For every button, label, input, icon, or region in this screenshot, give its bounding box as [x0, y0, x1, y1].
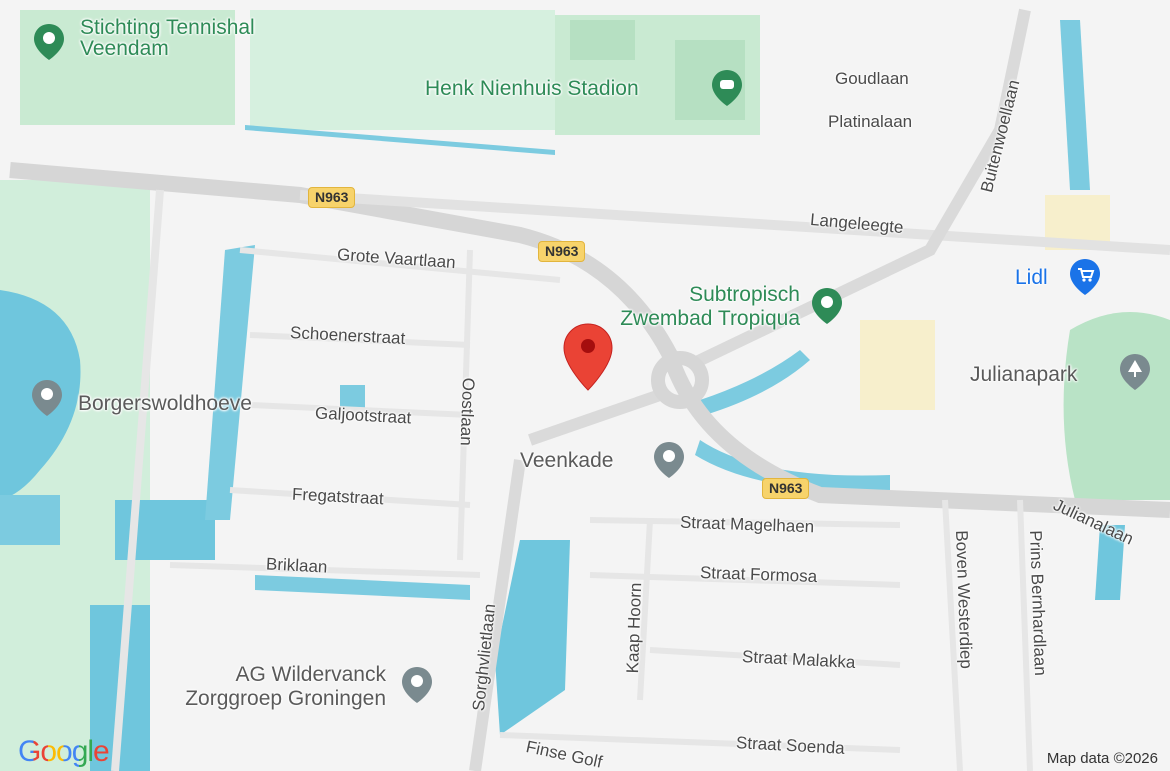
- road-magelhaen: [589, 517, 901, 528]
- julianapark-green: [1063, 312, 1170, 500]
- map-pin-icon[interactable]: [652, 440, 686, 478]
- water-top-canal: [245, 125, 555, 155]
- green-area-field1: [570, 20, 635, 60]
- street-label: Straat Magelhaen: [679, 512, 815, 537]
- street-label: Straat Formosa: [699, 562, 818, 587]
- street-label: Prins Bernhardlaan: [1026, 529, 1051, 677]
- green-area-topleft: [20, 10, 235, 125]
- green-area-top: [250, 10, 555, 130]
- map-pin-icon[interactable]: [400, 665, 434, 703]
- road-west-vertical: [111, 189, 164, 771]
- water-canal-tropiqua: [700, 350, 810, 415]
- yellow-area-1: [1045, 195, 1110, 250]
- road-langeleegte: [299, 190, 1170, 255]
- stadium-icon[interactable]: [710, 68, 744, 106]
- water-channel-diag: [205, 245, 255, 520]
- poi-tennishal-label[interactable]: Stichting Tennishal Veendam: [80, 16, 255, 60]
- poi-wildervanck-label[interactable]: AG Wildervanck Zorggroep Groningen: [185, 663, 386, 710]
- google-logo-text: Google: [18, 735, 109, 768]
- google-logo[interactable]: Google: [18, 735, 109, 771]
- street-label: Fregatstraat: [291, 484, 385, 509]
- shopping-cart-icon[interactable]: [1068, 257, 1102, 295]
- road-sorghvlietlaan: [469, 459, 526, 771]
- map-pin-icon[interactable]: [30, 378, 64, 416]
- road-prins-bernhardlaan: [1017, 499, 1033, 771]
- road-shield-n963: N963: [308, 187, 356, 209]
- road-briklaan: [169, 562, 481, 578]
- road-shield-n963: N963: [538, 241, 586, 263]
- poi-tropiqua-label[interactable]: Subtropisch Zwembad Tropiqua: [620, 283, 800, 330]
- water-small-pond: [340, 385, 365, 410]
- street-label: Goudlaan: [835, 69, 909, 88]
- road-schoenerstraat: [249, 332, 471, 348]
- red-location-marker-icon[interactable]: [562, 322, 614, 392]
- road-kaap-hoorn: [637, 519, 653, 701]
- street-label: Oostlaan: [456, 377, 478, 447]
- map-pin-icon[interactable]: [32, 22, 66, 60]
- poi-julianapark-label[interactable]: Julianapark: [970, 363, 1078, 386]
- map-pin-icon[interactable]: [810, 286, 844, 324]
- road-galjootstraat: [249, 402, 471, 418]
- water-left-block: [115, 500, 215, 560]
- road-fregatstraat: [229, 487, 471, 508]
- road-shield-n963: N963: [762, 478, 810, 500]
- water-lower-strip: [255, 575, 470, 600]
- road-formosa: [589, 572, 901, 588]
- water-right-strip: [1060, 20, 1090, 190]
- road-grote-vaartlaan: [239, 247, 561, 283]
- water-bottom-canal: [495, 540, 570, 735]
- yellow-area-2: [860, 320, 935, 410]
- park-icon[interactable]: [1118, 352, 1152, 390]
- road-boven-westerdiep: [942, 499, 963, 771]
- poi-veenkade-label[interactable]: Veenkade: [520, 449, 614, 472]
- road-buitenwoellaan: [687, 8, 1031, 371]
- water-right-bottom: [1095, 525, 1125, 600]
- road-soenda: [499, 732, 901, 753]
- street-label: Galjootstraat: [314, 403, 412, 428]
- poi-borgerswoldhoeve-label[interactable]: Borgerswoldhoeve: [78, 392, 252, 415]
- water-left-strip: [0, 495, 60, 545]
- street-label: Boven Westerdiep: [952, 529, 976, 670]
- road-veenkade: [528, 389, 662, 446]
- street-label: Platinalaan: [828, 112, 913, 131]
- street-label: Kaap Hoorn: [623, 582, 646, 674]
- water-canal-n963: [695, 440, 890, 491]
- poi-lidl-label[interactable]: Lidl: [1015, 266, 1048, 289]
- poi-stadion-label[interactable]: Henk Nienhuis Stadion: [425, 77, 639, 100]
- roundabout: [651, 351, 709, 409]
- road-oostlaan: [457, 249, 473, 561]
- street-label: Briklaan: [265, 554, 328, 577]
- map-data-copyright[interactable]: Map data ©2026: [1046, 750, 1158, 767]
- road-malakka: [649, 647, 901, 668]
